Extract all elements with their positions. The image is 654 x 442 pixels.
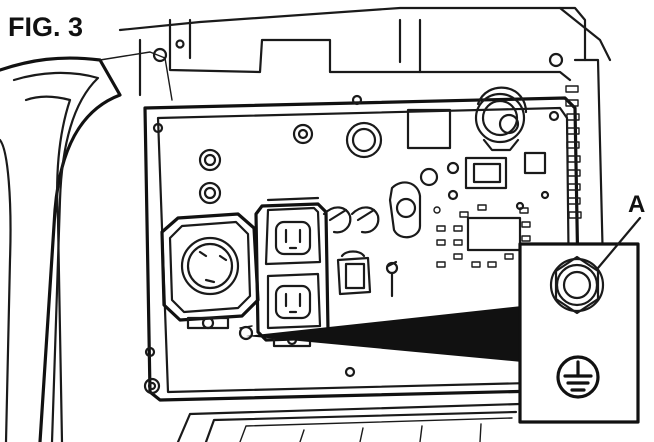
callout-label-a: A <box>628 191 645 218</box>
callout-a: A <box>596 191 645 270</box>
hex-ground-terminal-icon <box>549 255 605 315</box>
led-grid <box>433 204 531 268</box>
callout-inset <box>518 242 640 424</box>
covered-outlets <box>336 181 422 298</box>
twist-lock-outlet <box>160 212 260 330</box>
small-knobs <box>198 148 222 205</box>
ground-terminal-pointer <box>238 306 522 362</box>
figure-title: FIG. 3 <box>8 12 83 42</box>
housing-left-shell <box>0 51 173 442</box>
duplex-outlets <box>254 196 330 348</box>
indicators <box>419 151 547 201</box>
top-controls <box>292 86 528 159</box>
housing-top <box>118 6 612 97</box>
ground-symbol-icon <box>556 355 600 399</box>
bottom-vent-grille <box>143 377 522 442</box>
circuit-breakers <box>322 206 380 234</box>
